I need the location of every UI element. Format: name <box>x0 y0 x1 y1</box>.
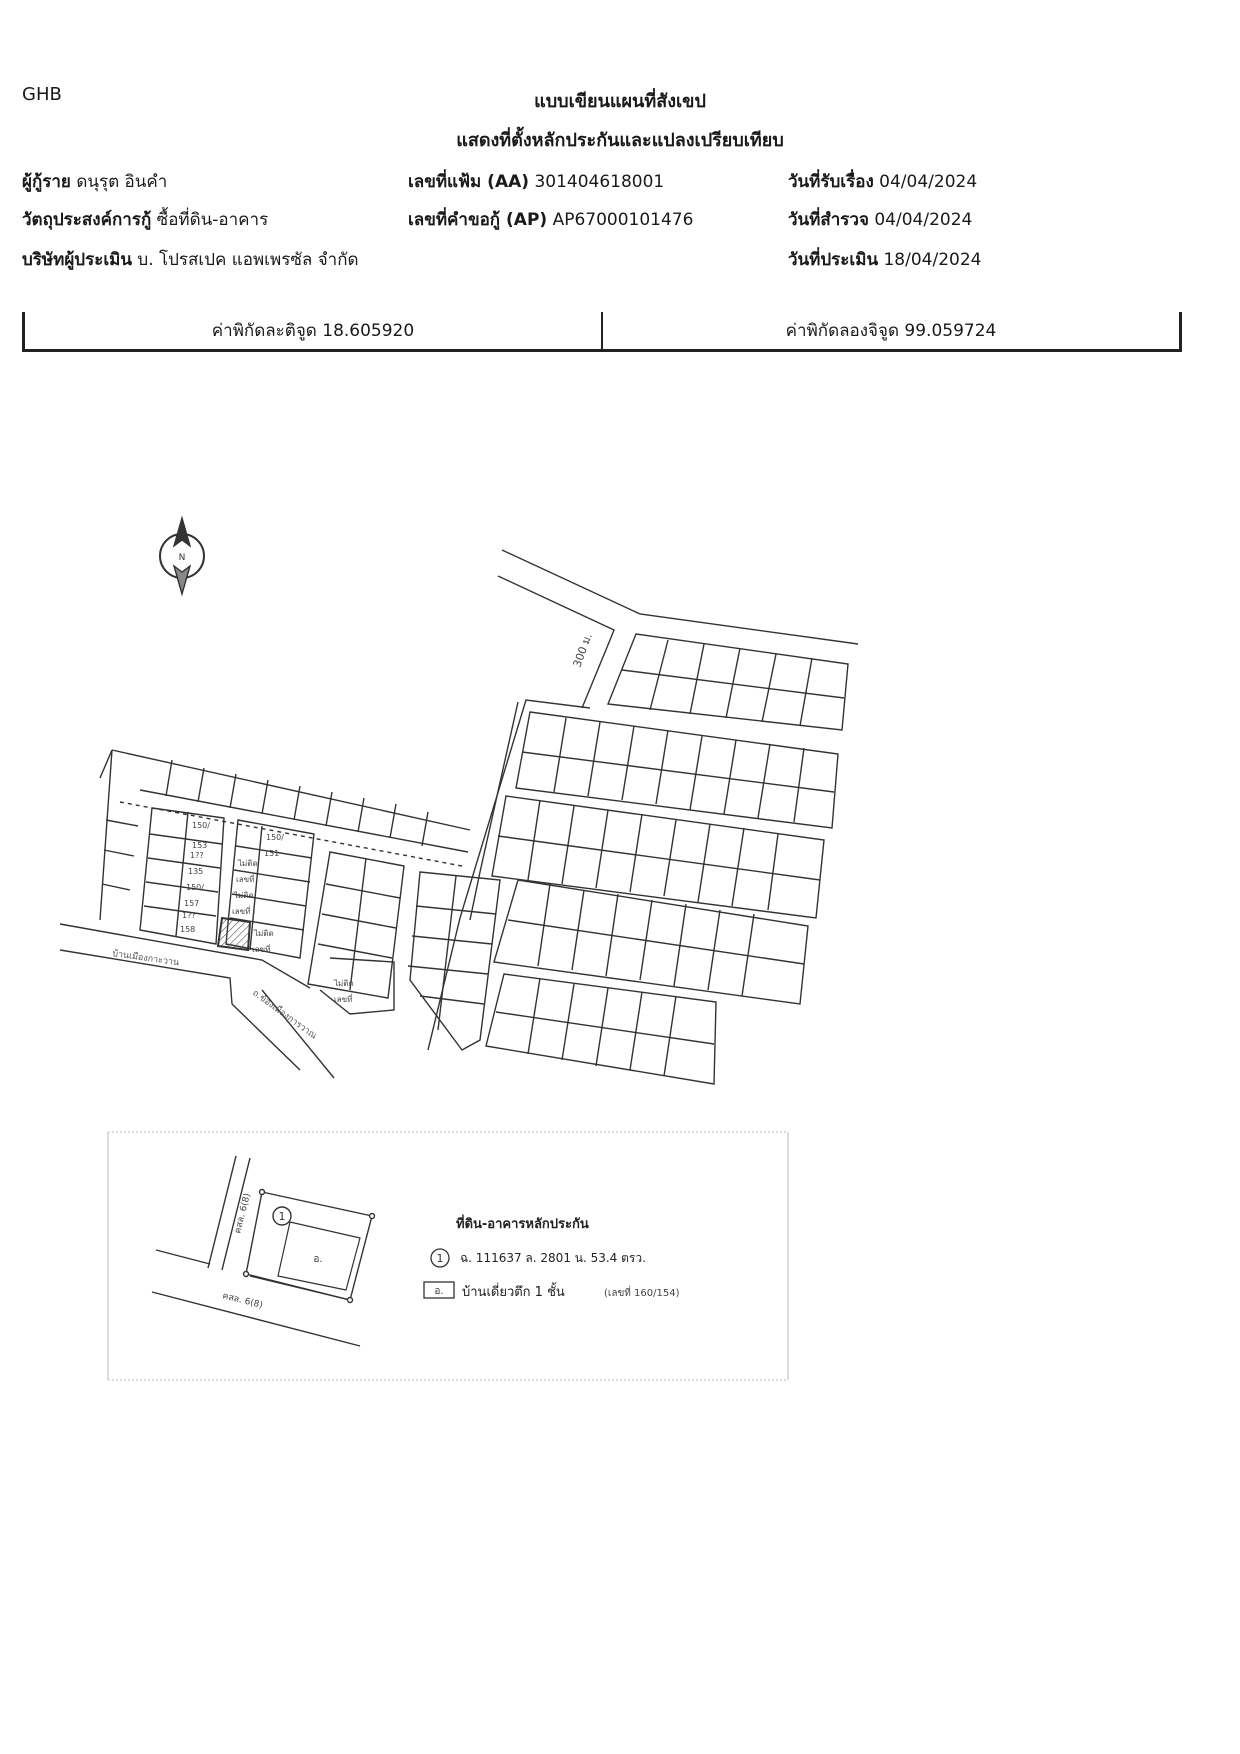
document-title: แบบเขียนแผนที่สังเขป <box>534 91 706 112</box>
appraisal-date-value: 18/04/2024 <box>883 250 982 270</box>
received-date-field: วันที่รับเรื่อง 04/04/2024 <box>788 168 977 195</box>
lot-label: เลขที่ <box>232 905 250 916</box>
longitude-cell: ค่าพิกัดลองจิจูด 99.059724 <box>785 321 997 341</box>
coordinates-box: ค่าพิกัดละติจูด 18.605920 ค่าพิกัดลองจิจ… <box>22 312 1182 352</box>
appraisal-date-field: วันที่ประเมิน 18/04/2024 <box>788 246 981 273</box>
lot-label: ไม่ติด <box>233 891 254 900</box>
survey-date-field: วันที่สำรวจ 04/04/2024 <box>788 206 972 233</box>
appraiser-value: บ. โปรสเปค แอพเพรซัล จำกัด <box>137 250 359 270</box>
application-number-value: AP67000101476 <box>552 210 694 230</box>
lot-label: ไม่ติด <box>237 859 258 868</box>
legend-item-building: บ้านเดี่ยวตึก 1 ชั้น <box>462 1282 565 1300</box>
lot-label: 153 <box>192 841 207 850</box>
latitude-cell: ค่าพิกัดละติจูด 18.605920 <box>25 312 603 349</box>
road-label-1: บ้านเมืองกาะวาน <box>112 948 180 968</box>
purpose-value: ซื้อที่ดิน-อาคาร <box>156 210 269 230</box>
lot-label: 150/ <box>192 821 210 830</box>
borrower-value: ดนุรุต อินคำ <box>76 172 168 192</box>
file-number-field: เลขที่แฟ้ม (AA) 301404618001 <box>408 168 664 195</box>
lot-label: เลขที่ <box>236 873 254 884</box>
borrower-label: ผู้กู้ราย <box>22 172 71 192</box>
road-distance-label: 300 ม. <box>571 631 595 669</box>
building-marker: อ. <box>313 1254 322 1265</box>
north-arrow-icon: N <box>159 515 205 597</box>
lot-label: เลขที่ <box>252 943 270 954</box>
north-label: N <box>179 553 186 563</box>
legend-building-box: อ. <box>434 1286 443 1297</box>
lot-label: 151 <box>264 849 279 858</box>
lot-label: 1?? <box>190 851 204 860</box>
lot-label: 157 <box>184 899 199 908</box>
lot-label: ไม่ติด <box>253 929 274 938</box>
legend-title: ที่ดิน-อาคารหลักประกัน <box>456 1214 589 1232</box>
lot-label: 158 <box>180 925 195 934</box>
document-subtitle: แสดงที่ตั้งหลักประกันและแปลงเปรียบเทียบ <box>456 130 784 151</box>
purpose-field: วัตถุประสงค์การกู้ ซื้อที่ดิน-อาคาร <box>22 206 268 233</box>
survey-date-value: 04/04/2024 <box>874 210 973 230</box>
purpose-label: วัตถุประสงค์การกู้ <box>22 210 152 230</box>
right-lot-grid <box>485 633 849 1085</box>
lot-label: ไม่ติด <box>333 979 354 988</box>
appraisal-date-label: วันที่ประเมิน <box>788 250 879 270</box>
legend-item-building-note: (เลขที่ 160/154) <box>604 1285 680 1299</box>
document-code: GHB <box>22 84 62 105</box>
file-number-label: เลขที่แฟ้ม (AA) <box>408 172 530 192</box>
lot-label: 1?? <box>182 911 196 920</box>
lot-label: 150/ <box>186 883 204 892</box>
road-label-2: ถ.ข้องเมืองการวาณ <box>250 988 319 1042</box>
legend-plot-marker: 1 <box>437 1252 444 1265</box>
plot-marker: 1 <box>279 1210 286 1223</box>
legend-road-label-horizontal: คสล. 6(8) <box>221 1291 263 1311</box>
received-date-label: วันที่รับเรื่อง <box>788 172 874 192</box>
survey-date-label: วันที่สำรวจ <box>788 210 869 230</box>
application-number-label: เลขที่คำขอกู้ (AP) <box>408 210 548 230</box>
file-number-value: 301404618001 <box>534 172 665 192</box>
legend-item-title-deed: ฉ. 111637 ล. 2801 น. 53.4 ตรว. <box>460 1251 646 1265</box>
appraiser-label: บริษัทผู้ประเมิน <box>22 250 132 270</box>
application-number-field: เลขที่คำขอกู้ (AP) AP67000101476 <box>408 206 693 233</box>
lot-label: เลขที่ <box>334 993 352 1004</box>
borrower-field: ผู้กู้ราย ดนุรุต อินคำ <box>22 168 167 195</box>
lot-label: 150/ <box>266 833 284 842</box>
appraiser-field: บริษัทผู้ประเมิน บ. โปรสเปค แอพเพรซัล จำ… <box>22 246 359 273</box>
received-date-value: 04/04/2024 <box>879 172 978 192</box>
lot-label: 135 <box>188 867 203 876</box>
legend-box: 1 อ. คสล. 6(8) คสล. 6(8) ที่ดิน-อาคารหลั… <box>107 1131 789 1381</box>
